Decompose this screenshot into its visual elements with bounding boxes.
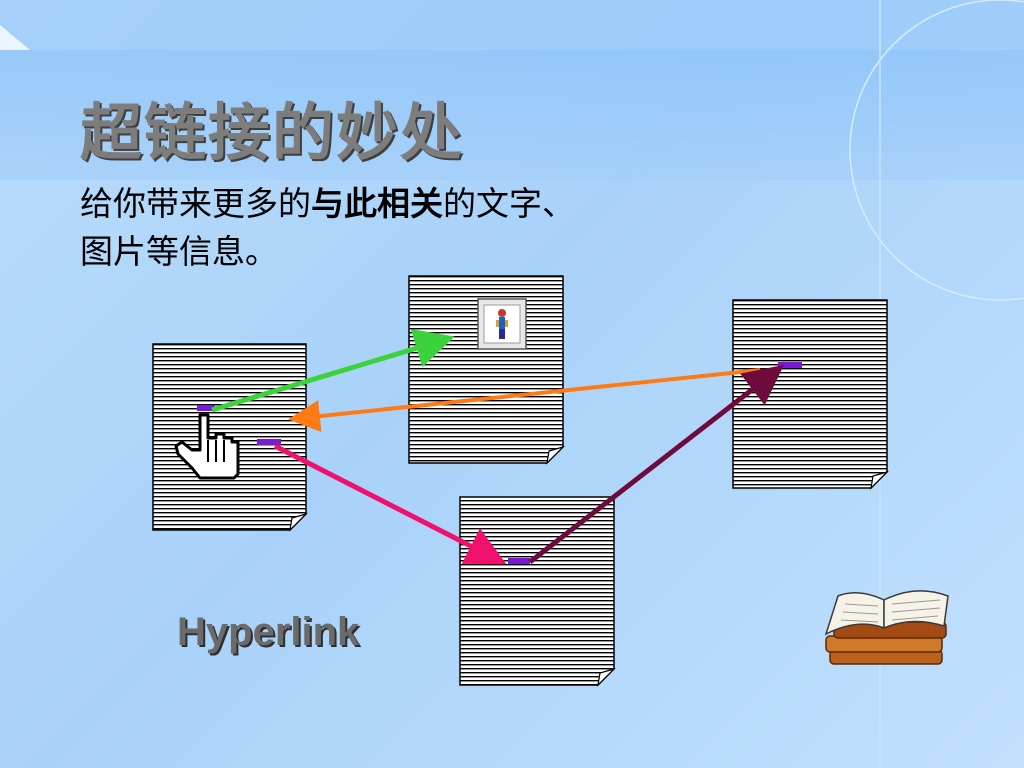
subtitle-emphasis: 与此相关 [311,184,443,223]
arrow-orange [288,368,761,432]
open-book-icon [824,590,949,665]
slide-subtitle: 给你带来更多的与此相关的文字、 图片等信息。 [80,180,780,276]
arrow-pink [273,443,507,565]
top-strip [0,0,1024,50]
picture-icon [477,298,527,350]
link-marker [197,405,215,411]
slide-title: 超链接的妙处 [80,96,465,169]
subtitle-text: 图片等信息。 [80,232,278,271]
decor-circle [849,0,1024,301]
hyperlink-caption: Hyperlink [177,610,360,654]
decor-corner [0,25,30,50]
arrow-maroon [528,364,784,564]
link-marker [257,439,281,445]
subtitle-text: 的文字、 [443,184,575,223]
subtitle-text: 给你带来更多的 [80,184,311,223]
document-page-3 [732,299,890,490]
link-marker [778,362,802,368]
title-band [0,50,1024,180]
hand-pointer-icon [174,413,240,480]
document-page-4 [459,496,617,687]
link-marker [508,558,530,564]
arrow-green [211,328,455,413]
